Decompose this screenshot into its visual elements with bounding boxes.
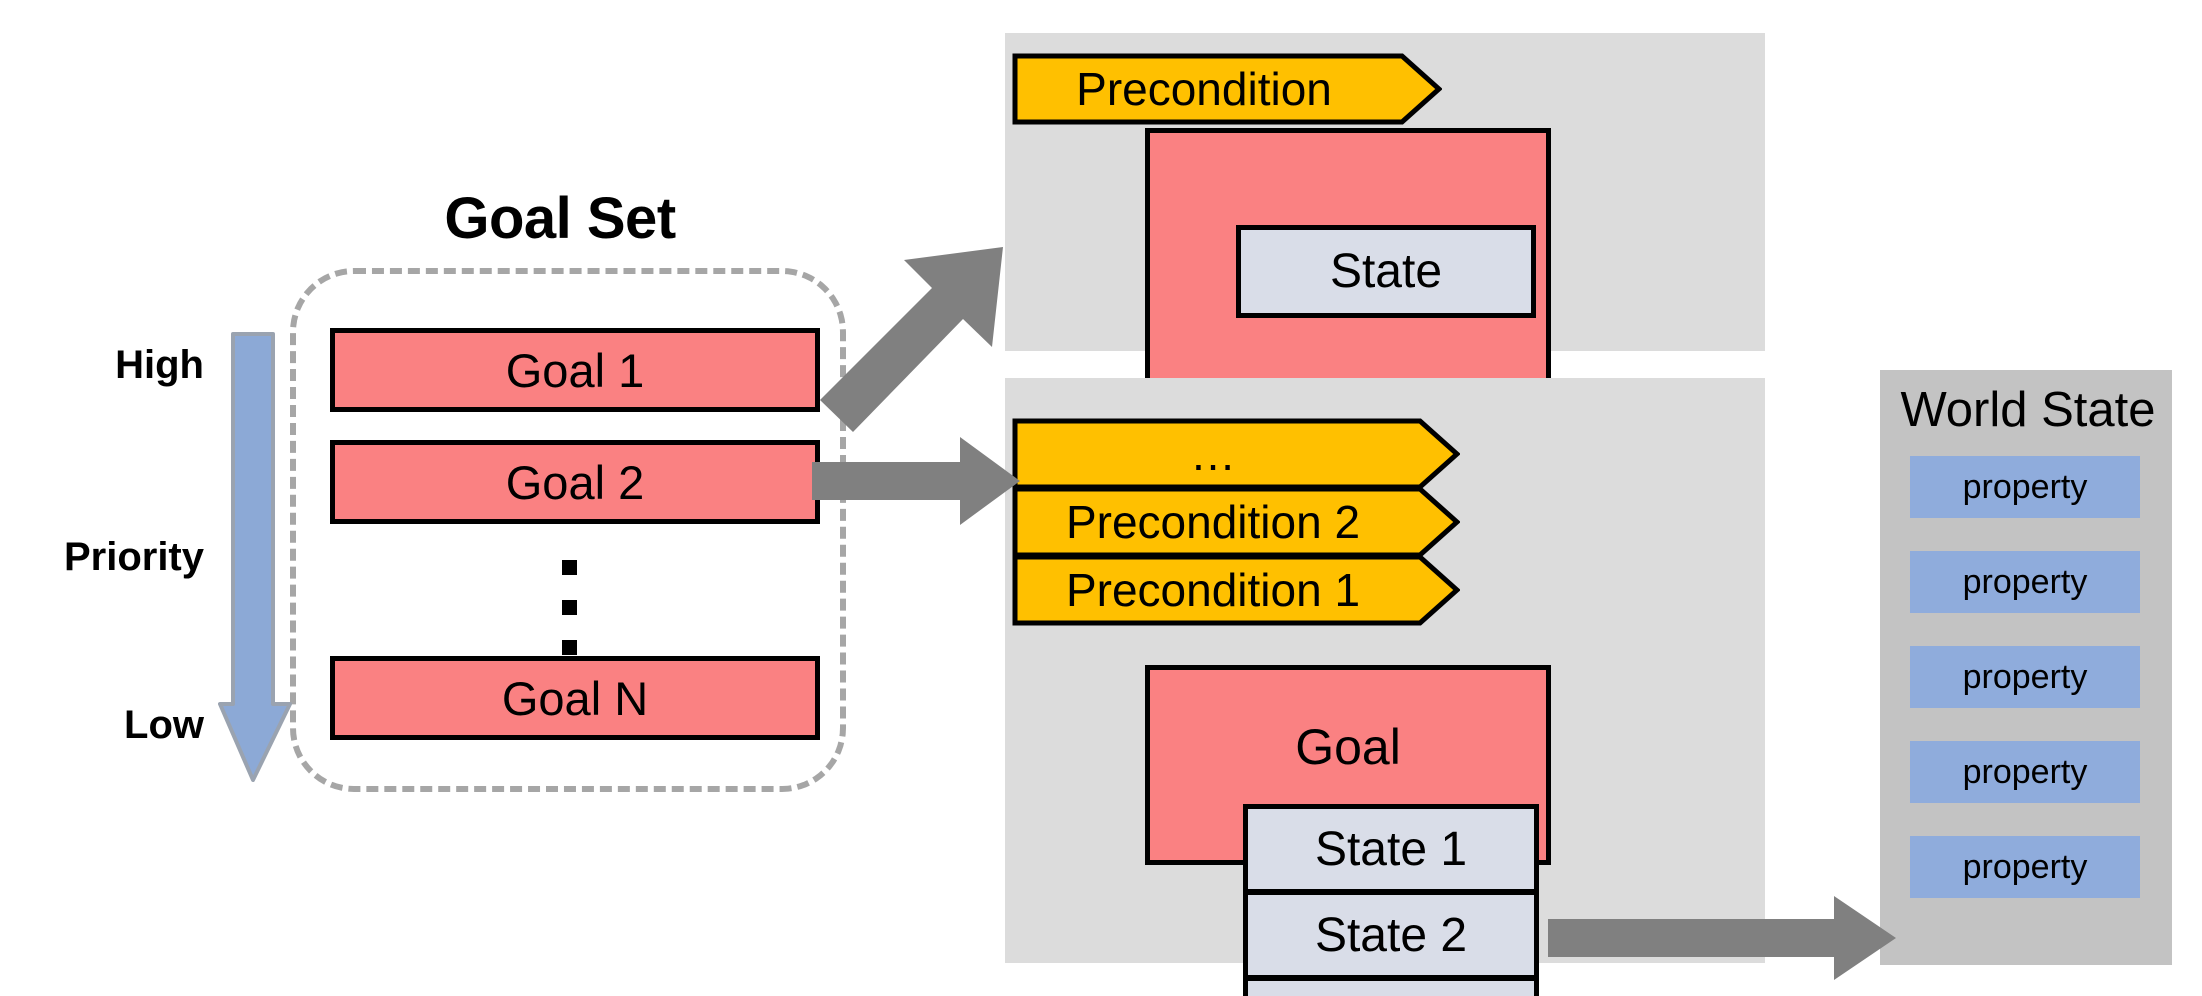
goal-item-1[interactable]: Goal 1 — [330, 328, 820, 412]
goal-set-container — [290, 268, 846, 792]
goal-detail-expanded-precondition-1[interactable]: Precondition 1 — [1012, 554, 1460, 626]
goal-detail-expanded-state-ellipsis[interactable]: … — [1243, 976, 1539, 996]
goal-detail-expanded-precondition-ellipsis-label: … — [1190, 428, 1236, 480]
goal-item-n[interactable]: Goal N — [330, 656, 820, 740]
world-state-title: World State — [1900, 383, 2156, 437]
goal-detail-expanded-precondition-1-label: Precondition 1 — [1065, 564, 1361, 616]
world-state-property-2[interactable]: property — [1910, 551, 2140, 613]
priority-label-priority: Priority — [63, 535, 204, 579]
goal-list-ellipsis-icon — [562, 560, 582, 680]
goal-detail-expanded-state-1[interactable]: State 1 — [1243, 804, 1539, 894]
world-state-property-4[interactable]: property — [1910, 741, 2140, 803]
goal-detail-expanded-precondition-2-label: Precondition 2 — [1065, 496, 1361, 548]
goal-detail-simple-precondition-1[interactable]: Precondition — [1012, 53, 1442, 125]
goal-detail-expanded-precondition-ellipsis[interactable]: … — [1012, 418, 1460, 490]
goal-item-2[interactable]: Goal 2 — [330, 440, 820, 524]
goal-detail-simple-state-1[interactable]: State — [1236, 225, 1536, 318]
priority-label-high: High — [115, 343, 204, 387]
priority-down-arrow-icon — [218, 332, 292, 782]
world-state-property-5[interactable]: property — [1910, 836, 2140, 898]
world-state-property-3[interactable]: property — [1910, 646, 2140, 708]
world-state-property-1[interactable]: property — [1910, 456, 2140, 518]
goal-detail-expanded-goal-label: Goal — [1295, 719, 1401, 775]
goal-detail-expanded-precondition-2[interactable]: Precondition 2 — [1012, 486, 1460, 558]
connector-goal1-to-simple-detail — [820, 247, 1003, 432]
goal-detail-simple-precondition-1-label: Precondition — [1076, 63, 1332, 115]
goal-detail-expanded-state-2[interactable]: State 2 — [1243, 890, 1539, 980]
goal-set-title: Goal Set — [444, 186, 676, 251]
priority-label-low: Low — [124, 703, 204, 747]
